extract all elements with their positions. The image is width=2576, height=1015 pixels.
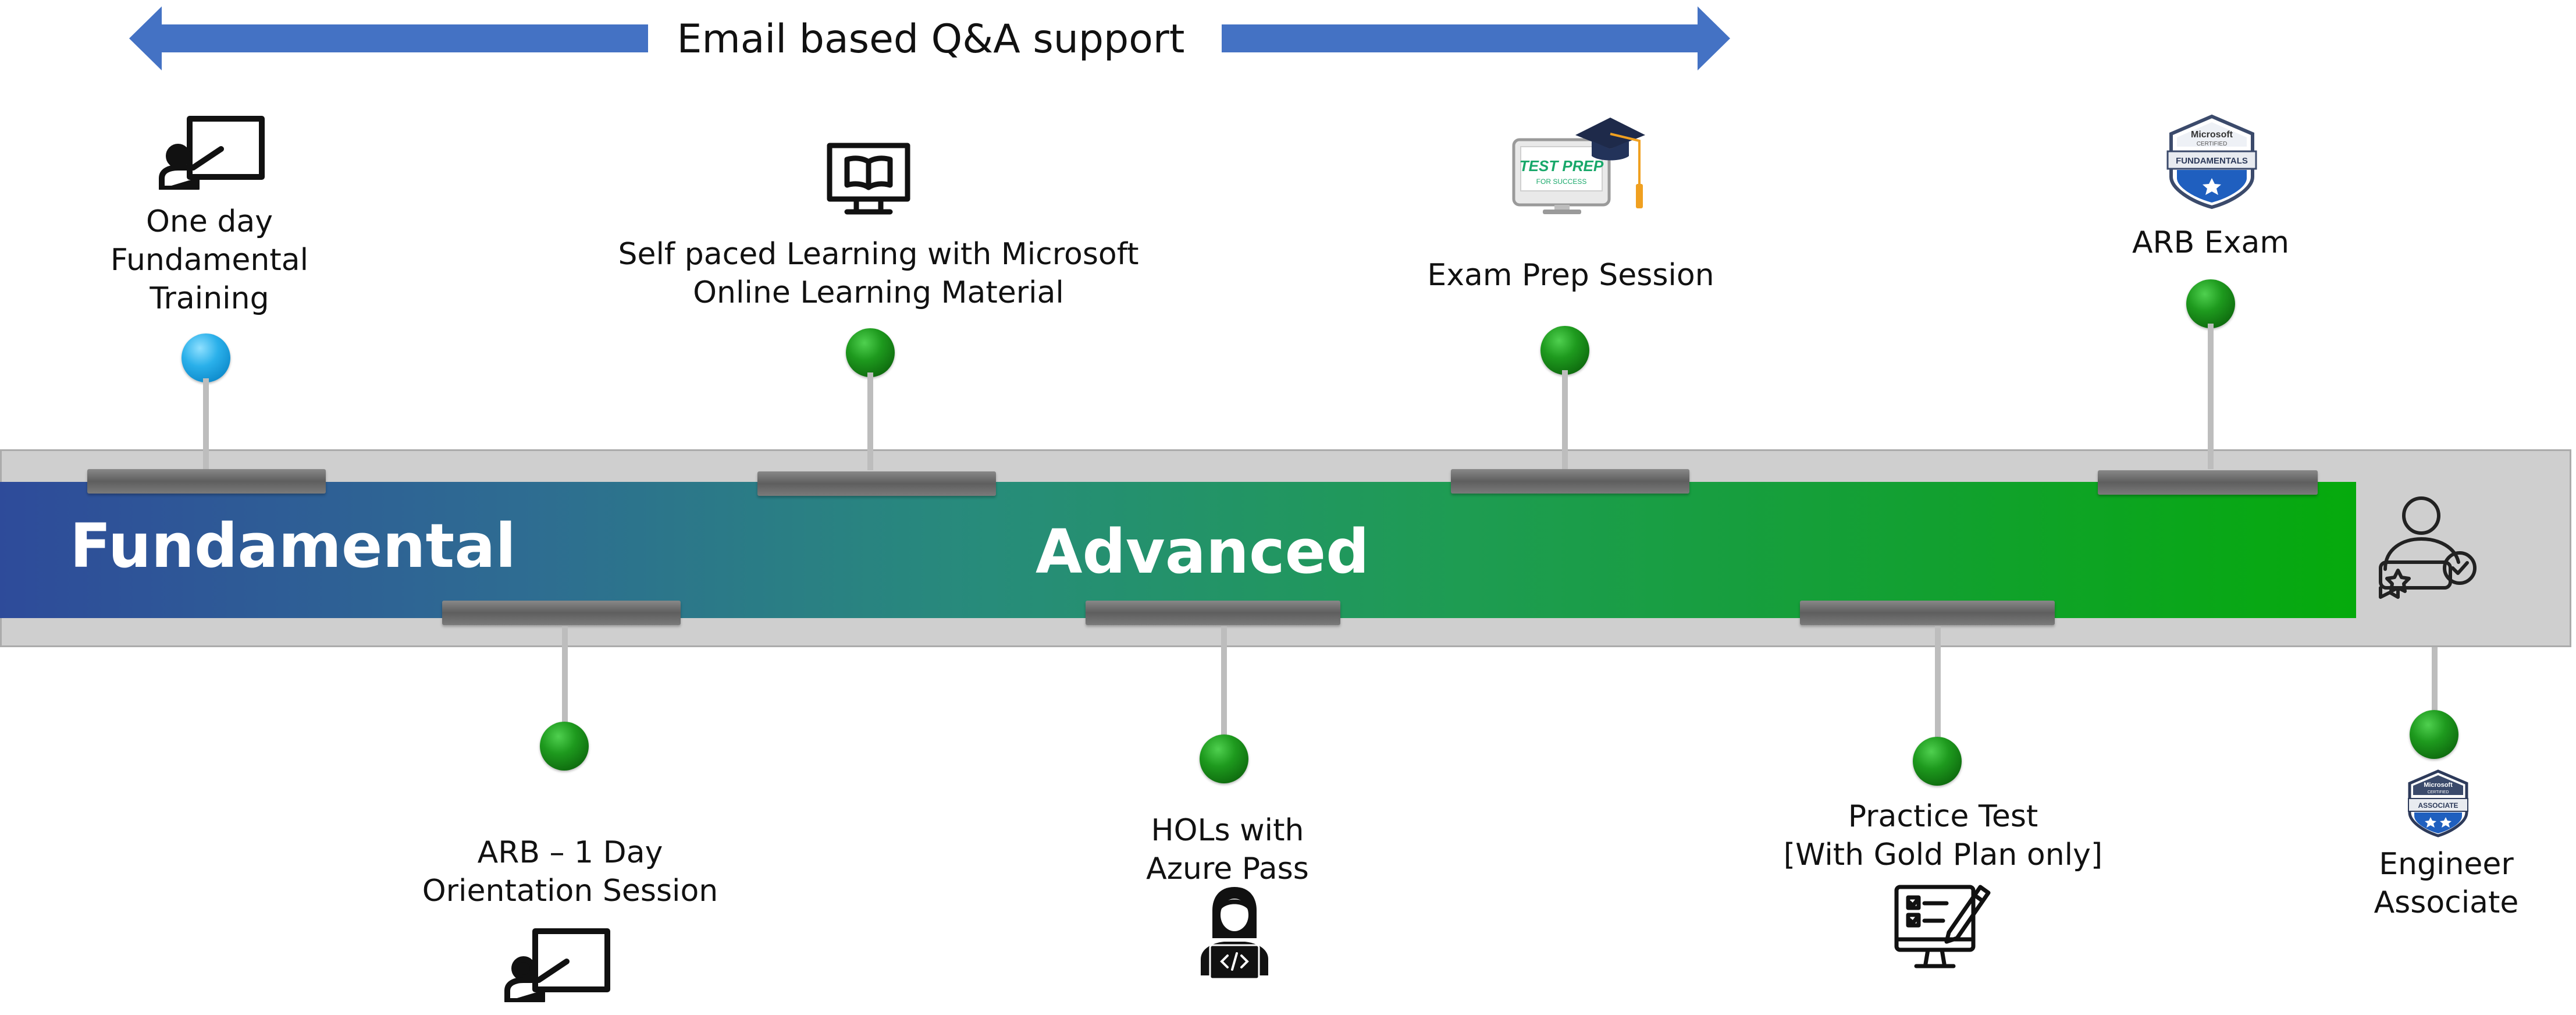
step-dot-self-paced bbox=[846, 328, 895, 377]
step-label-engineer-associate: Engineer Associate bbox=[2374, 847, 2519, 920]
phase-label-fundamental: Fundamental bbox=[70, 510, 517, 581]
left-arrow-line bbox=[156, 24, 648, 52]
step-dot-exam-prep bbox=[1540, 326, 1589, 375]
right-arrowhead-icon bbox=[1698, 6, 1730, 70]
end-dot bbox=[2410, 710, 2458, 759]
svg-text:CERTIFIED: CERTIFIED bbox=[2197, 141, 2228, 147]
developer-laptop-icon bbox=[1195, 885, 1274, 980]
checklist-monitor-icon bbox=[1893, 879, 1992, 978]
svg-text:ASSOCIATE: ASSOCIATE bbox=[2418, 801, 2458, 810]
step-dot-arb-exam bbox=[2186, 279, 2235, 328]
presenter-board-icon bbox=[158, 114, 268, 191]
monitor-book-icon bbox=[826, 142, 911, 215]
step-stem-hols bbox=[1221, 626, 1227, 737]
step-label-exam-prep: Exam Prep Session bbox=[1427, 258, 1714, 293]
phase-label-advanced: Advanced bbox=[1036, 516, 1369, 587]
step-stem-practice-test bbox=[1935, 626, 1941, 740]
step-dot-hols bbox=[1200, 734, 1248, 783]
step-stem-arb-exam bbox=[2208, 324, 2214, 469]
step-dot-practice-test bbox=[1913, 737, 1962, 786]
step-slot-arb-exam bbox=[2098, 470, 2318, 495]
banner-text: Email based Q&A support bbox=[677, 16, 1185, 62]
right-arrow-line bbox=[1222, 24, 1699, 52]
step-label-orientation: ARB – 1 Day Orientation Session bbox=[422, 835, 718, 908]
step-stem-self-paced bbox=[867, 372, 873, 470]
test-prep-monitor-icon: TEST PREP FOR SUCCESS bbox=[1511, 114, 1651, 217]
step-label-practice-test: Practice Test [With Gold Plan only] bbox=[1783, 799, 2103, 872]
svg-text:TEST PREP: TEST PREP bbox=[1520, 157, 1604, 175]
timeline-progress-bar bbox=[0, 482, 2356, 618]
svg-text:FUNDAMENTALS: FUNDAMENTALS bbox=[2176, 156, 2248, 166]
step-label-fundamental-training: One day Fundamental Training bbox=[110, 204, 309, 316]
microsoft-fundamentals-badge-icon: Microsoft CERTIFIED FUNDAMENTALS bbox=[2164, 114, 2260, 210]
step-label-self-paced: Self paced Learning with Microsoft Onlin… bbox=[618, 237, 1139, 310]
end-stem bbox=[2432, 647, 2438, 724]
step-slot-exam-prep bbox=[1451, 469, 1689, 494]
step-stem-exam-prep bbox=[1562, 370, 1568, 469]
svg-text:FOR SUCCESS: FOR SUCCESS bbox=[1536, 178, 1587, 186]
svg-text:Microsoft: Microsoft bbox=[2424, 782, 2453, 789]
step-dot-fundamental-training bbox=[182, 333, 230, 382]
step-label-hols: HOLs with Azure Pass bbox=[1146, 813, 1309, 886]
left-arrowhead-icon bbox=[129, 6, 162, 70]
step-label-arb-exam: ARB Exam bbox=[2132, 225, 2290, 260]
step-slot-orientation bbox=[442, 601, 681, 625]
step-slot-practice-test bbox=[1800, 601, 2055, 625]
step-stem-orientation bbox=[562, 626, 568, 725]
step-slot-hols bbox=[1086, 601, 1340, 625]
step-stem-fundamental-training bbox=[203, 378, 209, 471]
svg-text:CERTIFIED: CERTIFIED bbox=[2428, 790, 2449, 794]
microsoft-associate-badge-icon: Microsoft CERTIFIED ASSOCIATE bbox=[2406, 769, 2470, 838]
certificate-person-icon bbox=[2368, 494, 2484, 610]
presenter-board-icon bbox=[504, 927, 613, 1004]
step-slot-self-paced bbox=[757, 471, 996, 496]
svg-text:Microsoft: Microsoft bbox=[2191, 130, 2233, 140]
step-slot-fundamental-training bbox=[87, 469, 326, 494]
step-dot-orientation bbox=[540, 722, 589, 771]
